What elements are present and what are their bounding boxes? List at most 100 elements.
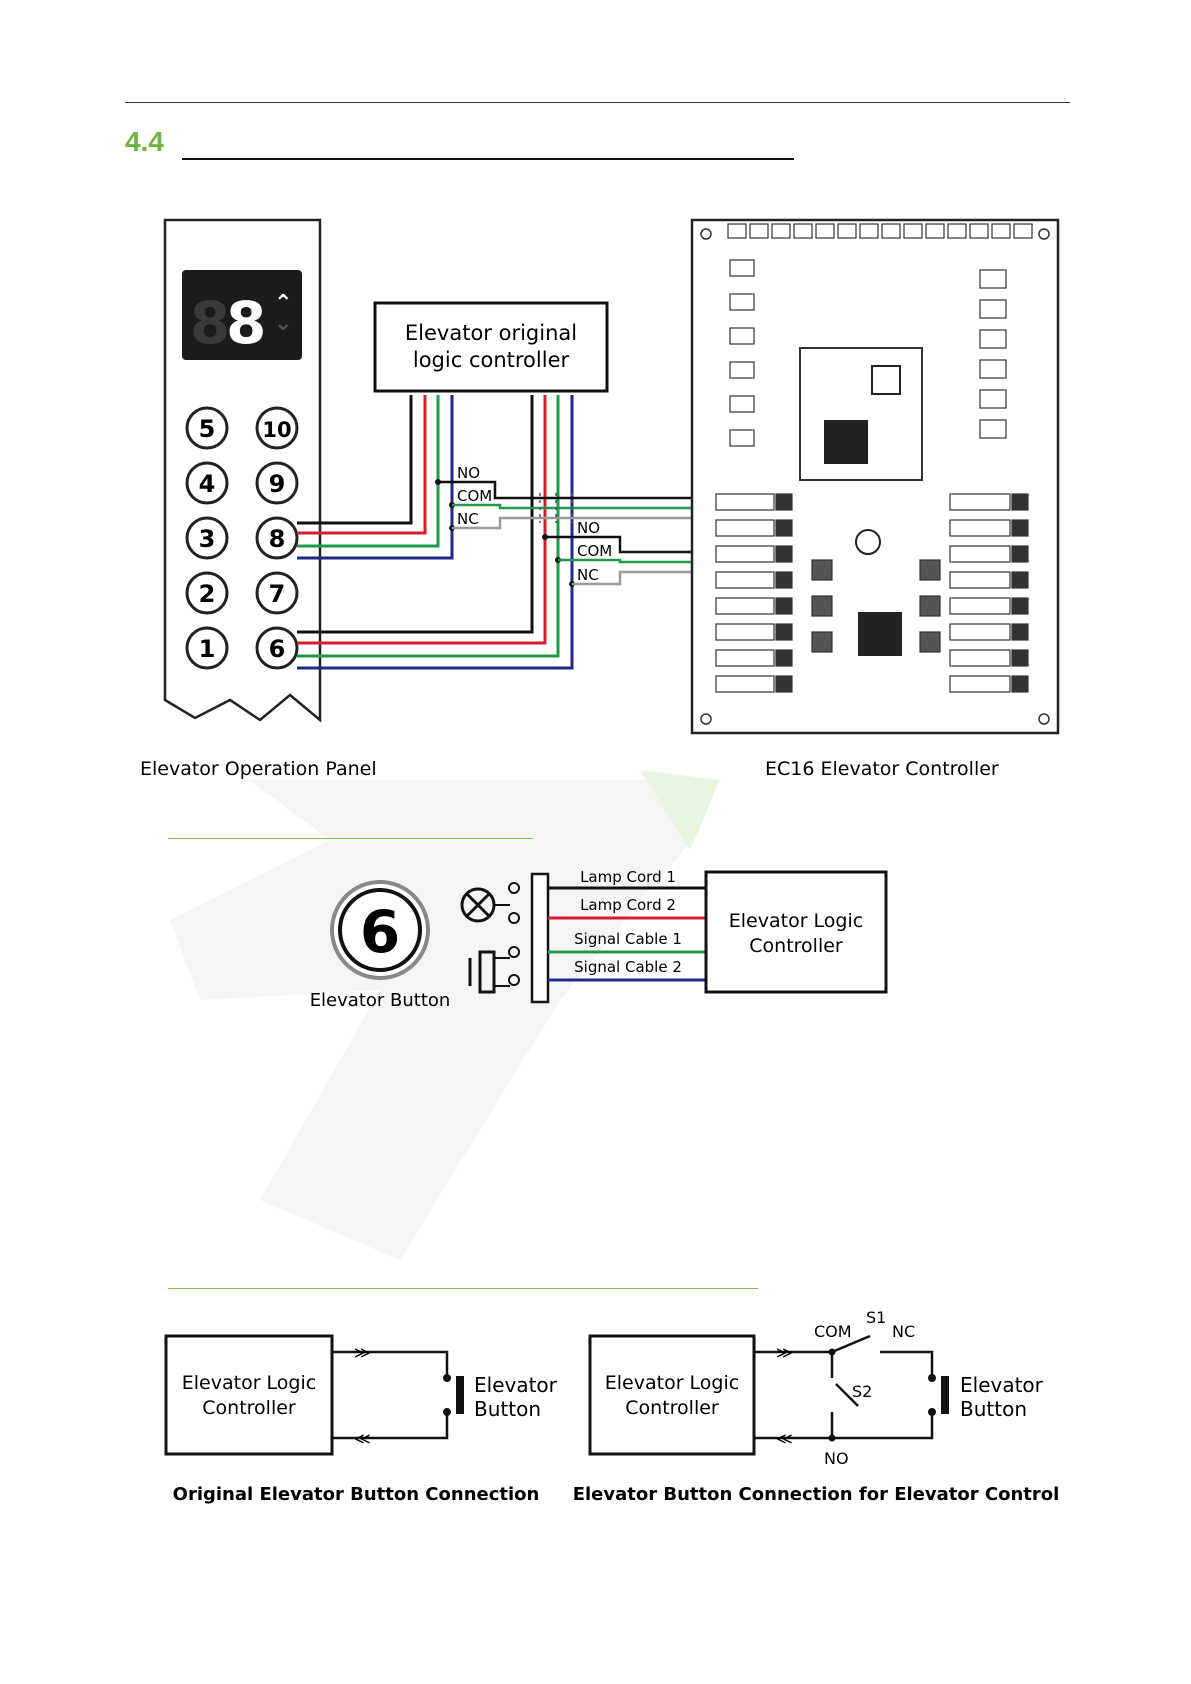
terminal-markers — [539, 493, 573, 523]
board-component — [715, 493, 775, 511]
board-component — [979, 359, 1007, 379]
terminal-block — [508, 872, 550, 1004]
board-component — [1011, 571, 1029, 589]
svg-text:Elevator Logic: Elevator Logic — [605, 1372, 739, 1394]
board-component — [947, 223, 967, 239]
board-component — [919, 595, 941, 617]
up-arrow-icon: ⌃ — [274, 291, 292, 316]
panel-button-4: 4 — [185, 461, 229, 505]
board-component — [715, 623, 775, 641]
svg-text:8: 8 — [226, 289, 266, 357]
original-logic-controller-box — [373, 301, 609, 393]
svg-text:logic controller: logic controller — [413, 348, 570, 372]
board-component — [881, 223, 901, 239]
svg-text:Elevator original: Elevator original — [405, 321, 577, 345]
subsection-rule-1 — [168, 838, 533, 839]
panel-buttons: 5 4 3 2 1 10 9 8 7 6 — [185, 406, 299, 670]
panel-button-7: 7 — [255, 571, 299, 615]
svg-text:NC: NC — [892, 1322, 915, 1341]
svg-text:≫: ≫ — [776, 1343, 793, 1362]
board-component — [811, 559, 833, 581]
board-component — [811, 631, 833, 653]
board-component — [727, 223, 747, 239]
board-component — [1011, 597, 1029, 615]
panel-button-10: 10 — [255, 406, 299, 450]
board-component — [1013, 223, 1033, 239]
svg-text:1: 1 — [199, 635, 216, 663]
svg-text:Signal Cable 2: Signal Cable 2 — [574, 958, 682, 976]
original-connection-diagram: Elevator Logic Controller ≫ ≪ Elevator B… — [164, 1334, 558, 1505]
panel-button-1: 1 — [185, 626, 229, 670]
svg-text:Elevator: Elevator — [960, 1373, 1044, 1397]
board-component — [729, 395, 755, 413]
svg-text:Signal Cable 1: Signal Cable 1 — [574, 930, 682, 948]
board-component — [793, 223, 813, 239]
figure-connection-comparison: Elevator Logic Controller ≫ ≪ Elevator B… — [164, 1308, 1060, 1505]
wires-button-6 — [297, 395, 574, 670]
svg-text:10: 10 — [262, 418, 291, 442]
board-component — [775, 571, 793, 589]
board-component — [715, 597, 775, 615]
board-component — [1011, 545, 1029, 563]
svg-text:4: 4 — [199, 470, 216, 498]
board-component — [775, 675, 793, 693]
svg-text:NO: NO — [457, 464, 480, 482]
cable-lines — [548, 886, 706, 982]
board-component — [1011, 675, 1029, 693]
board-component — [949, 493, 1011, 511]
svg-text:Controller: Controller — [749, 935, 843, 957]
elevator-control-caption: Elevator Button Connection for Elevator … — [573, 1484, 1060, 1505]
svg-text:Controller: Controller — [625, 1397, 719, 1419]
lower-relay-contacts: NO COM NC — [542, 519, 700, 587]
board-component — [715, 675, 775, 693]
board-component — [949, 545, 1011, 563]
original-caption: Original Elevator Button Connection — [173, 1484, 540, 1505]
svg-text:Elevator: Elevator — [474, 1373, 558, 1397]
header-rule — [125, 102, 1070, 103]
board-component — [775, 623, 793, 641]
board-component — [1011, 649, 1029, 667]
board-component — [729, 361, 755, 379]
board-component — [949, 571, 1011, 589]
cable-labels: Lamp Cord 1 Lamp Cord 2 Signal Cable 1 S… — [574, 868, 682, 976]
svg-text:NC: NC — [457, 510, 479, 528]
board-component — [715, 545, 775, 563]
panel-button-5: 5 — [185, 406, 229, 450]
section-title-underline — [182, 158, 794, 160]
board-component — [815, 223, 835, 239]
board-component — [969, 223, 989, 239]
board-component — [991, 223, 1011, 239]
svg-text:Elevator Logic: Elevator Logic — [182, 1372, 316, 1394]
board-component — [775, 493, 793, 511]
ec16-controller-board — [690, 218, 1060, 735]
svg-text:Button: Button — [474, 1397, 541, 1421]
figure-wiring-diagram: 8 8 ⌃ ⌄ 5 4 3 2 1 10 9 8 7 6 Elevator or… — [140, 218, 1060, 780]
logic-controller-box — [704, 870, 888, 994]
svg-text:8: 8 — [269, 525, 286, 553]
board-component — [979, 419, 1007, 439]
subsection-rule-2 — [168, 1288, 758, 1289]
board-component — [775, 545, 793, 563]
panel-button-8: 8 — [255, 516, 299, 560]
svg-text:COM: COM — [577, 542, 612, 560]
board-component — [775, 597, 793, 615]
board-component — [771, 223, 791, 239]
svg-text:Lamp Cord 2: Lamp Cord 2 — [580, 896, 676, 914]
svg-text:6: 6 — [360, 898, 400, 966]
wires-button-8 — [297, 395, 454, 560]
svg-text:COM: COM — [457, 487, 492, 505]
board-component — [715, 649, 775, 667]
board-component — [979, 269, 1007, 289]
down-arrow-icon: ⌄ — [274, 311, 292, 336]
board-component — [837, 223, 857, 239]
panel-button-2: 2 — [185, 571, 229, 615]
svg-text:6: 6 — [269, 635, 286, 663]
board-component — [949, 649, 1011, 667]
board-component — [859, 223, 879, 239]
board-component — [715, 571, 775, 589]
svg-text:Controller: Controller — [202, 1397, 296, 1419]
board-component — [903, 223, 923, 239]
svg-text:NO: NO — [824, 1449, 849, 1468]
svg-text:Elevator Logic: Elevator Logic — [729, 910, 863, 932]
board-component — [979, 329, 1007, 349]
